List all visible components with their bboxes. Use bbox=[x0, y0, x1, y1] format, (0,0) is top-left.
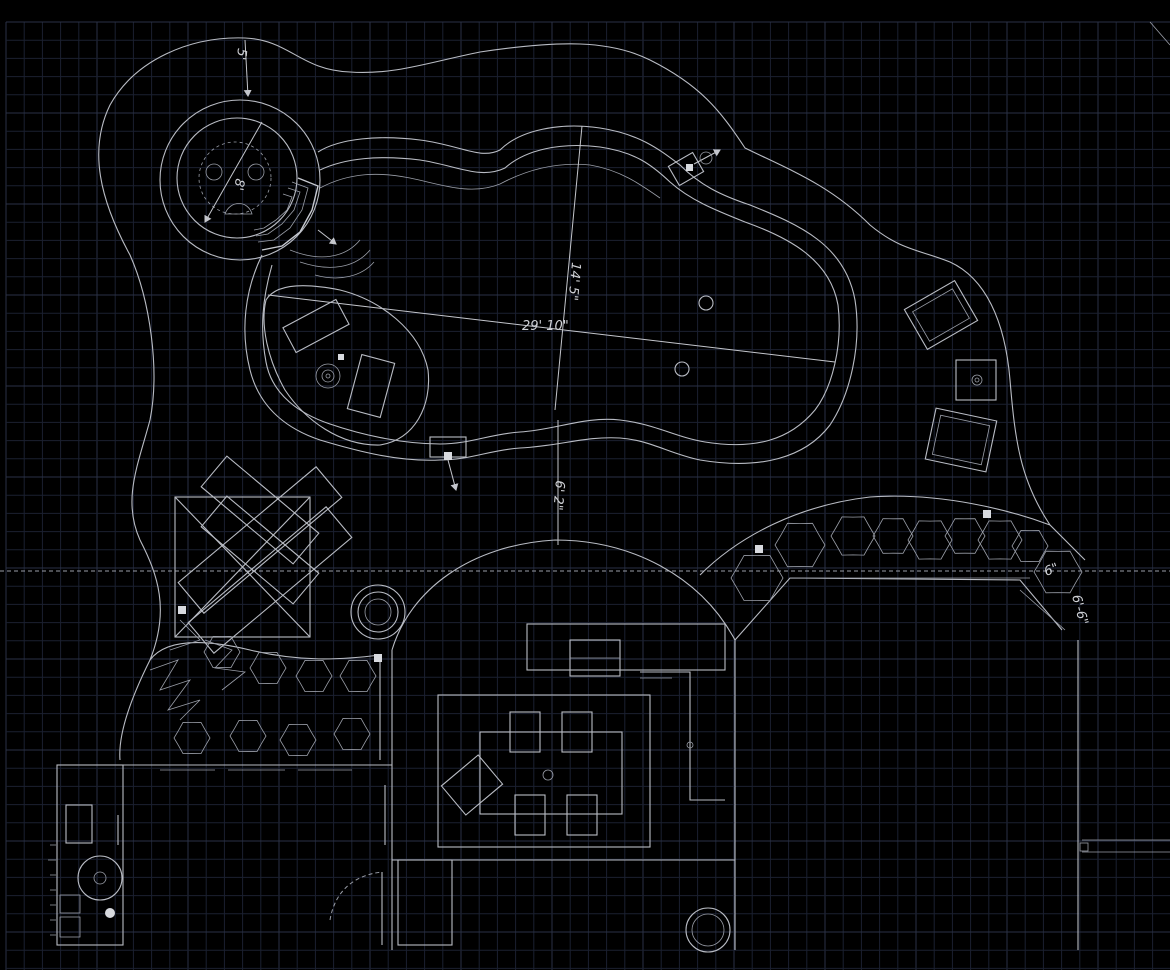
pool-drain-1 bbox=[698, 295, 714, 311]
shrub-symbol bbox=[203, 635, 241, 669]
shrub-symbol bbox=[774, 522, 826, 568]
planting-bed-left bbox=[149, 642, 381, 760]
spa-radius-label: 5' bbox=[233, 48, 249, 61]
shrub-symbol bbox=[830, 516, 876, 556]
spa-diameter-label: 8' bbox=[230, 177, 247, 191]
house-door[interactable] bbox=[329, 859, 453, 946]
shrub-symbol bbox=[229, 719, 267, 753]
shrub-symbol bbox=[295, 659, 333, 693]
shrub-symbol bbox=[872, 518, 914, 554]
view-corner-line bbox=[1149, 21, 1170, 46]
side-table-right[interactable] bbox=[955, 359, 997, 401]
planter-pot[interactable] bbox=[685, 907, 731, 953]
planter-width-label: 6" bbox=[1042, 561, 1061, 580]
spa[interactable] bbox=[159, 39, 321, 261]
house-outline bbox=[391, 539, 1170, 950]
shrub-symbol bbox=[1033, 550, 1083, 594]
sun-shelf[interactable] bbox=[263, 285, 430, 446]
shrub-symbol bbox=[279, 723, 317, 757]
shrub-symbol bbox=[173, 721, 211, 755]
pool-drain-2 bbox=[674, 361, 690, 377]
skimmer-top[interactable] bbox=[667, 149, 721, 187]
lounge-chair-1[interactable] bbox=[903, 279, 979, 351]
pool-shallow-wave bbox=[319, 163, 661, 199]
deck-gap-label: 6' 2" bbox=[549, 480, 567, 511]
lounge-chair-2[interactable] bbox=[924, 407, 998, 473]
bed-marker bbox=[374, 654, 382, 662]
shrub-symbol bbox=[977, 520, 1023, 560]
pool-length-dim-line bbox=[267, 294, 836, 363]
pergola[interactable] bbox=[174, 455, 353, 654]
shrub-row-right bbox=[730, 516, 1083, 601]
shrub-symbol bbox=[907, 520, 953, 560]
pool-width-label: 14' 5" bbox=[565, 262, 583, 302]
palm-plants bbox=[149, 619, 246, 721]
pool-entry-steps bbox=[289, 239, 375, 279]
pool-length-label: 29' 10" bbox=[522, 319, 569, 334]
shrub-symbol bbox=[249, 651, 287, 685]
planter-bed-right[interactable] bbox=[699, 495, 1086, 641]
fire-pit[interactable] bbox=[350, 584, 406, 640]
shrub-symbol bbox=[944, 518, 986, 554]
planter-length-label: 6'-6" bbox=[1068, 593, 1090, 627]
outer-patio-boundary bbox=[98, 37, 1051, 761]
skimmer-bottom[interactable] bbox=[429, 436, 467, 491]
drawing-grid bbox=[5, 21, 1170, 970]
spa-steps[interactable] bbox=[253, 177, 337, 251]
dining-area[interactable] bbox=[437, 694, 651, 848]
shrub-symbol bbox=[339, 659, 377, 693]
pool-equipment-pad[interactable] bbox=[48, 764, 392, 946]
pool-water-edge bbox=[262, 144, 840, 446]
shrub-group-left bbox=[173, 635, 377, 757]
pool-coping-outer bbox=[244, 125, 858, 464]
pool-width-dim-line bbox=[554, 125, 583, 411]
shrub-symbol bbox=[1011, 529, 1049, 563]
shrub-symbol bbox=[333, 717, 371, 751]
shrub-symbol bbox=[730, 555, 784, 601]
outdoor-kitchen-counter[interactable] bbox=[526, 623, 726, 801]
